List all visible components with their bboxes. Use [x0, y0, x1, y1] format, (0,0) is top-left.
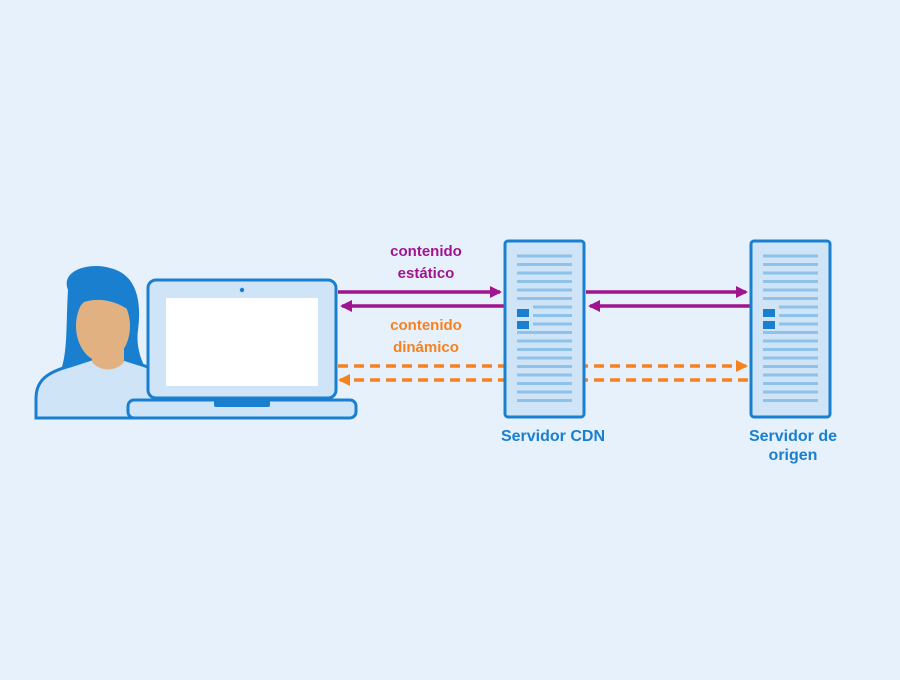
- server-case: [749, 239, 832, 419]
- static-content-label-line1: contenido: [390, 243, 462, 260]
- server-case: [503, 239, 586, 419]
- server-indicator: [763, 309, 775, 317]
- laptop-camera: [239, 287, 245, 293]
- laptop-display: [166, 298, 318, 386]
- user-hair-fringe: [74, 284, 134, 314]
- server-indicator: [517, 321, 529, 329]
- dynamic-content-label-line1: contenido: [390, 317, 462, 334]
- cdn-server-icon: [503, 239, 586, 419]
- origin-server-label-line1: Servidor de: [748, 428, 838, 445]
- server-indicator: [517, 309, 529, 317]
- cdn-server-label: Servidor CDN: [500, 428, 606, 445]
- static-content-label-line2: estático: [397, 265, 455, 282]
- origin-server-label-line2: origen: [768, 447, 818, 464]
- user-face: [76, 290, 130, 362]
- laptop-touchpad-notch: [214, 400, 270, 407]
- server-indicator: [763, 321, 775, 329]
- dynamic-content-label-line2: dinámico: [393, 339, 459, 356]
- origin-server-icon: [749, 239, 832, 419]
- arrows-client-cdn: [338, 286, 748, 386]
- laptop-icon: [126, 278, 358, 420]
- arrows-cdn-origin: [586, 286, 750, 312]
